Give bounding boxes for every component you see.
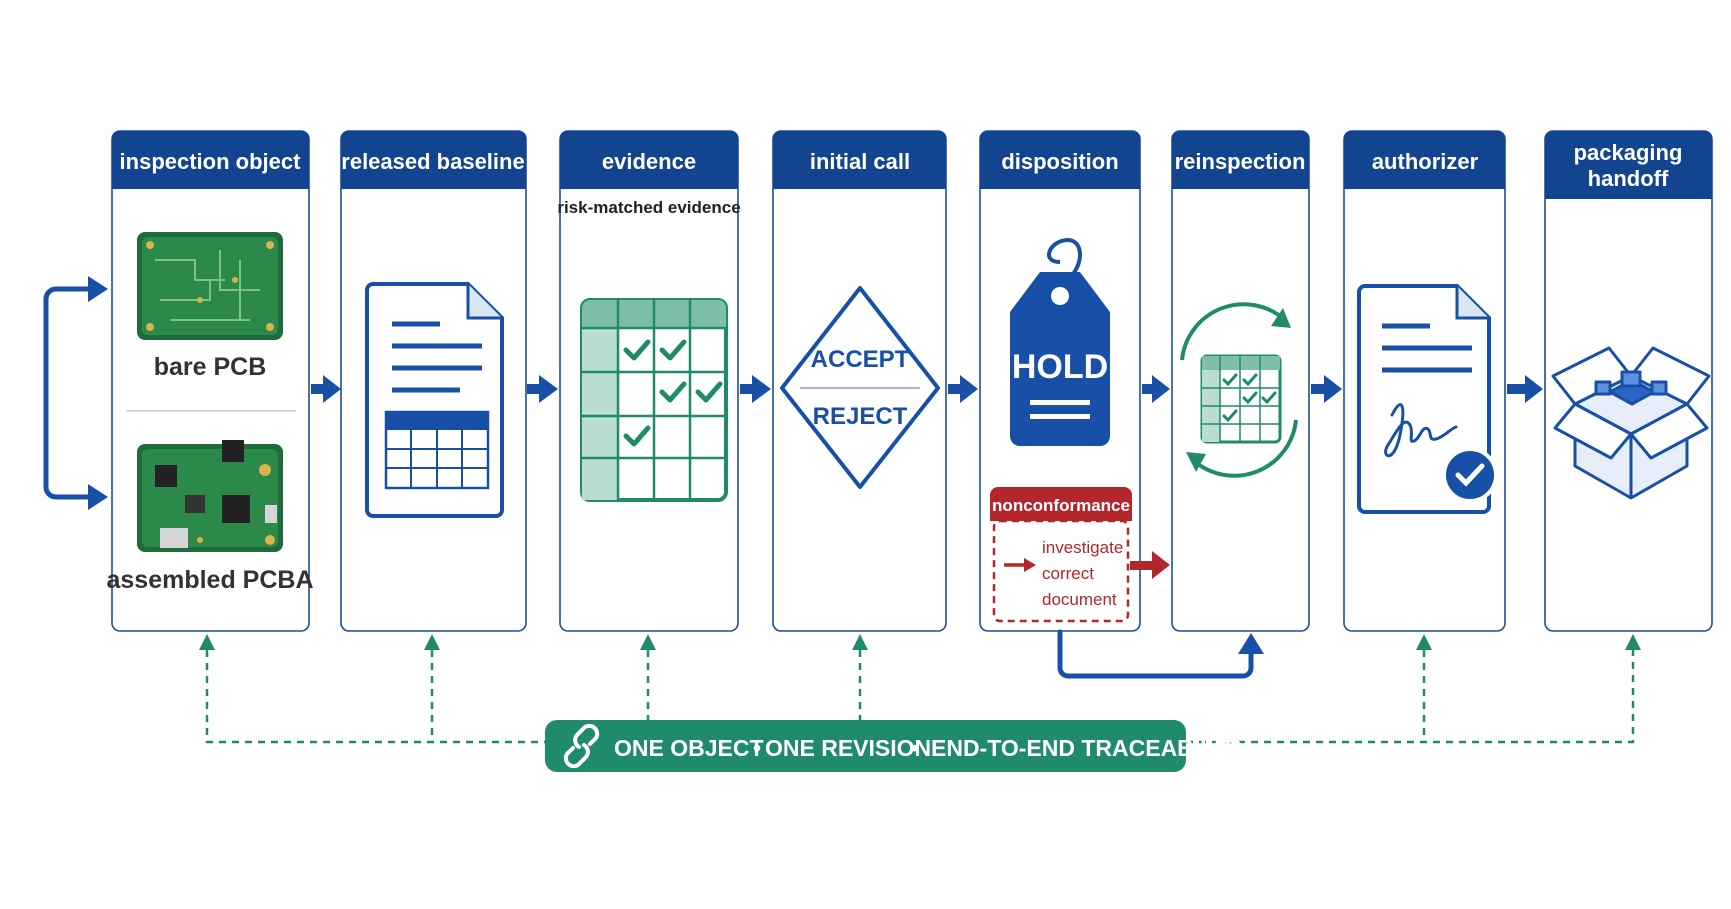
- bare-pcb-icon: [137, 232, 283, 340]
- package-box-icon: [1551, 346, 1711, 500]
- stage-initial-call: initial call ACCEPT REJECT: [772, 130, 947, 632]
- document-icon: [365, 282, 504, 518]
- assembled-pcba-icon: [137, 440, 283, 552]
- bare-pcb-label: bare PCB: [154, 353, 267, 381]
- nc-step: investigate: [1042, 538, 1123, 557]
- stage-disposition: disposition HOLD nonconformance investig…: [979, 130, 1141, 632]
- stage-title-line2: handoff: [1588, 166, 1669, 191]
- input-bracket-arrows: [43, 276, 108, 510]
- stage-title: evidence: [602, 149, 696, 174]
- stage-title: reinspection: [1175, 149, 1306, 174]
- flow-arrow: [311, 375, 341, 403]
- stage-title: released baseline: [341, 149, 524, 174]
- hold-tag-icon: [1010, 237, 1110, 446]
- flow-arrow: [1507, 375, 1543, 403]
- nonconformance-to-reinspection-arrow: [1130, 551, 1170, 579]
- accept-label: ACCEPT: [811, 346, 910, 373]
- nonconformance-box: [990, 487, 1132, 623]
- traceability-banner: ONE OBJECT • ONE REVISION • END-TO-END T…: [545, 720, 1250, 772]
- flow-arrow: [948, 375, 978, 403]
- trace-item: ONE OBJECT: [614, 735, 764, 761]
- link-icon: [563, 723, 600, 769]
- stage-packaging-handoff: packaging handoff: [1544, 130, 1713, 632]
- evidence-matrix-icon: [580, 298, 728, 502]
- evidence-subtitle: risk-matched evidence: [557, 198, 740, 217]
- flow-arrow: [1311, 375, 1342, 403]
- nc-step: document: [1042, 590, 1117, 609]
- reject-label: REJECT: [813, 403, 908, 430]
- stage-title-line1: packaging: [1574, 140, 1683, 165]
- flow-arrow: [740, 375, 771, 403]
- flow-arrow: [1142, 375, 1170, 403]
- trace-item: END-TO-END TRACEABILITY: [931, 735, 1250, 761]
- assembled-pcba-label: assembled PCBA: [106, 566, 313, 594]
- flow-arrows: [311, 375, 1543, 403]
- hold-label: HOLD: [1012, 348, 1108, 386]
- traceability-connectors: [199, 634, 1641, 744]
- trace-separator: •: [911, 735, 919, 761]
- signed-document-icon: [1357, 284, 1498, 514]
- stage-title: disposition: [1001, 149, 1118, 174]
- nc-step: correct: [1042, 564, 1094, 583]
- stage-title: inspection object: [120, 149, 302, 174]
- flow-arrow: [527, 375, 558, 403]
- stage-authorizer: authorizer: [1343, 130, 1506, 632]
- nonconformance-title: nonconformance: [992, 496, 1130, 515]
- decision-diamond-icon: [780, 286, 940, 489]
- stage-title: initial call: [810, 149, 910, 174]
- stage-inspection-object: inspection object bare PCB assembled P: [106, 130, 314, 632]
- stage-released-baseline: released baseline: [340, 130, 527, 632]
- stage-evidence: evidence risk-matched evidence: [557, 130, 741, 632]
- trace-item: ONE REVISION: [765, 735, 931, 761]
- reinspection-cycle-icon: [1180, 302, 1298, 478]
- trace-separator: •: [753, 735, 761, 761]
- return-loop-arrow: [1057, 629, 1264, 679]
- stage-title: authorizer: [1372, 149, 1479, 174]
- stage-reinspection: reinspection: [1171, 130, 1310, 632]
